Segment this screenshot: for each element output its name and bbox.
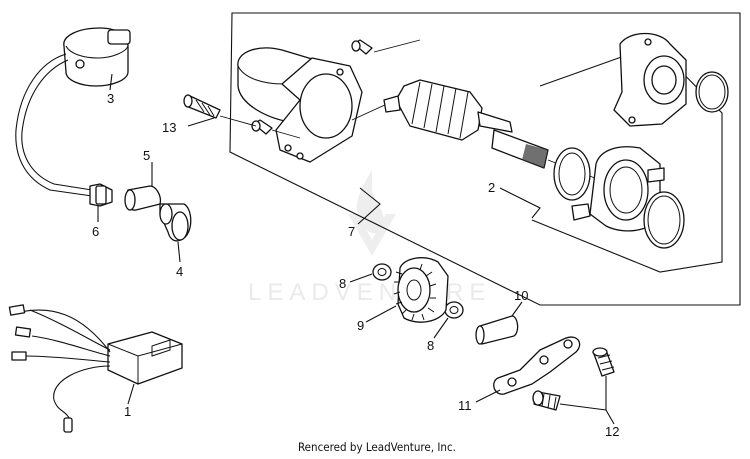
leader-lines [97,73,615,425]
callout-12: 12 [605,424,619,439]
bolt-guide-line-2 [219,115,301,139]
callout-1: 1 [124,404,131,419]
cdi-unit [8,304,183,433]
credit-line: Rencered by LeadVenture, Inc. [298,440,456,454]
callout-labels: 3 13 5 6 4 2 7 8 9 8 10 11 1 12 [92,91,619,439]
bolt-12-lower [532,390,561,411]
end-cap-o-ring-inner [698,74,726,110]
callout-7: 7 [348,224,355,239]
callout-13: 13 [162,120,176,135]
bolt-12-upper [592,347,615,377]
pin [475,315,519,345]
housing-bolt-bottom [251,119,273,135]
leadventure-watermark: LEADVENTURE [248,170,485,306]
callout-11: 11 [458,398,472,413]
callout-10: 10 [514,288,528,303]
lever-plate [493,336,581,395]
spark-plug-cap [89,183,113,207]
armature [383,79,549,169]
leadventure-logo-mark [348,170,396,256]
starter-assembly-box [229,12,741,306]
long-bolt [183,94,221,119]
callout-3: 3 [107,91,114,106]
callout-8-lower: 8 [427,338,434,353]
end-cap [613,32,687,127]
callout-8-upper: 8 [339,276,346,291]
callout-9: 9 [357,318,364,333]
callout-5: 5 [143,148,150,163]
starter-motor-housing [237,47,363,163]
bolt-guide-line-1 [373,39,421,53]
callout-6: 6 [92,224,99,239]
brush-holder [553,146,685,249]
washer-upper [372,263,392,281]
ignition-coil [15,27,131,197]
plug-boot [159,203,192,242]
callout-4: 4 [176,264,183,279]
washer-lower [444,301,464,319]
housing-bolt-top [351,39,373,55]
callout-2: 2 [488,180,495,195]
spark-plug [124,185,162,211]
end-cap-o-ring [695,71,729,113]
starter-gear [393,257,449,323]
